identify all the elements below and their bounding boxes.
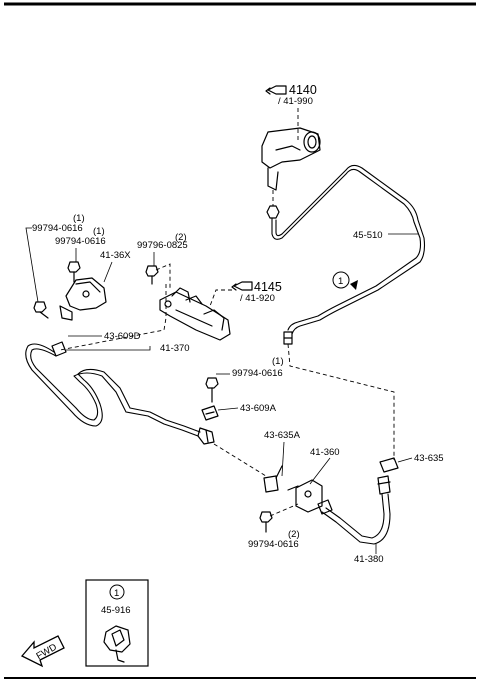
bolt-99794-0616-a (33, 301, 49, 319)
inset-part-label[interactable]: 45-916 (101, 605, 131, 616)
hose-41-380 (317, 475, 391, 545)
master-cylinder (159, 287, 231, 341)
label-41-990[interactable]: / 41-990 (278, 96, 313, 107)
leader-43-635a (281, 441, 285, 477)
label-99794-0616-c[interactable]: 99794-0616 (232, 368, 283, 379)
label-43-635a[interactable]: 43-635A (264, 430, 301, 441)
label-41-920[interactable]: / 41-920 (240, 293, 275, 304)
label-99794-0616-a[interactable]: 99794-0616 (32, 223, 83, 234)
callout-circle-1 (332, 271, 350, 289)
pipe-41-370 (25, 343, 201, 437)
release-cylinder (261, 127, 321, 191)
bracket-41-360 (287, 479, 323, 513)
leader-41-36x (103, 261, 113, 283)
leader-41-360 (309, 457, 331, 485)
dash-mc-top (155, 263, 171, 290)
bolt-99794-0616-b (67, 261, 81, 283)
label-q-99796[interactable]: (2) (175, 232, 187, 243)
dash-bolt-d (269, 503, 299, 517)
label-4140[interactable]: 4140 (289, 83, 317, 97)
callout-arrow (350, 280, 358, 290)
bolt-99796-0825 (145, 265, 159, 285)
label-43-609a[interactable]: 43-609A (240, 403, 277, 414)
label-43-635[interactable]: 43-635 (414, 453, 444, 464)
fwd-arrow (20, 635, 65, 668)
pipe-45-510 (271, 164, 426, 335)
cylinder-nut (266, 190, 280, 219)
label-q-a[interactable]: (1) (73, 213, 85, 224)
bolt-99794-0616-d (259, 511, 273, 533)
ref-pointer-4145 (231, 281, 253, 291)
callout-circle-1-text[interactable]: 1 (338, 276, 343, 287)
label-q-b[interactable]: (1) (93, 226, 105, 237)
ref-pointer-4140 (265, 85, 287, 95)
label-99794-0616-b[interactable]: 99794-0616 (55, 236, 106, 247)
bracket-41-36x (59, 277, 107, 321)
dash-lower (213, 443, 267, 477)
leader-41-370 (66, 346, 151, 351)
bracket-43-635a (263, 465, 283, 493)
leader-43-609a (217, 407, 239, 411)
inset-circle-text[interactable]: 1 (114, 588, 119, 599)
label-q-d[interactable]: (2) (288, 529, 300, 540)
dash-right (287, 343, 395, 460)
bolt-99794-0616-c (205, 377, 219, 403)
label-41-36x[interactable]: 41-36X (100, 250, 131, 261)
label-99796-0825[interactable]: 99796-0825 (137, 240, 188, 251)
label-41-360[interactable]: 41-360 (310, 447, 340, 458)
label-45-510[interactable]: 45-510 (353, 230, 383, 241)
pipe-41-370-end-right (197, 427, 215, 445)
label-43-609d[interactable]: 43-609D (104, 331, 141, 342)
clip-43-609a (201, 405, 219, 421)
leader-99794-0616-a (25, 227, 39, 303)
dash-mc-pipe (59, 284, 167, 351)
label-4145[interactable]: 4145 (254, 280, 282, 294)
clip-45-916 (103, 625, 131, 663)
label-q-c[interactable]: (1) (272, 356, 284, 367)
label-41-370[interactable]: 41-370 (160, 343, 190, 354)
label-99794-0616-d[interactable]: 99794-0616 (248, 539, 299, 550)
leader-4145 (209, 289, 232, 307)
pipe-joint-upper (283, 331, 293, 345)
inset-circle (109, 584, 125, 600)
label-41-380[interactable]: 41-380 (354, 554, 384, 565)
leader-43-635 (397, 457, 413, 463)
pipe-41-370-end-left (51, 341, 67, 357)
bracket-43-635 (379, 457, 399, 473)
